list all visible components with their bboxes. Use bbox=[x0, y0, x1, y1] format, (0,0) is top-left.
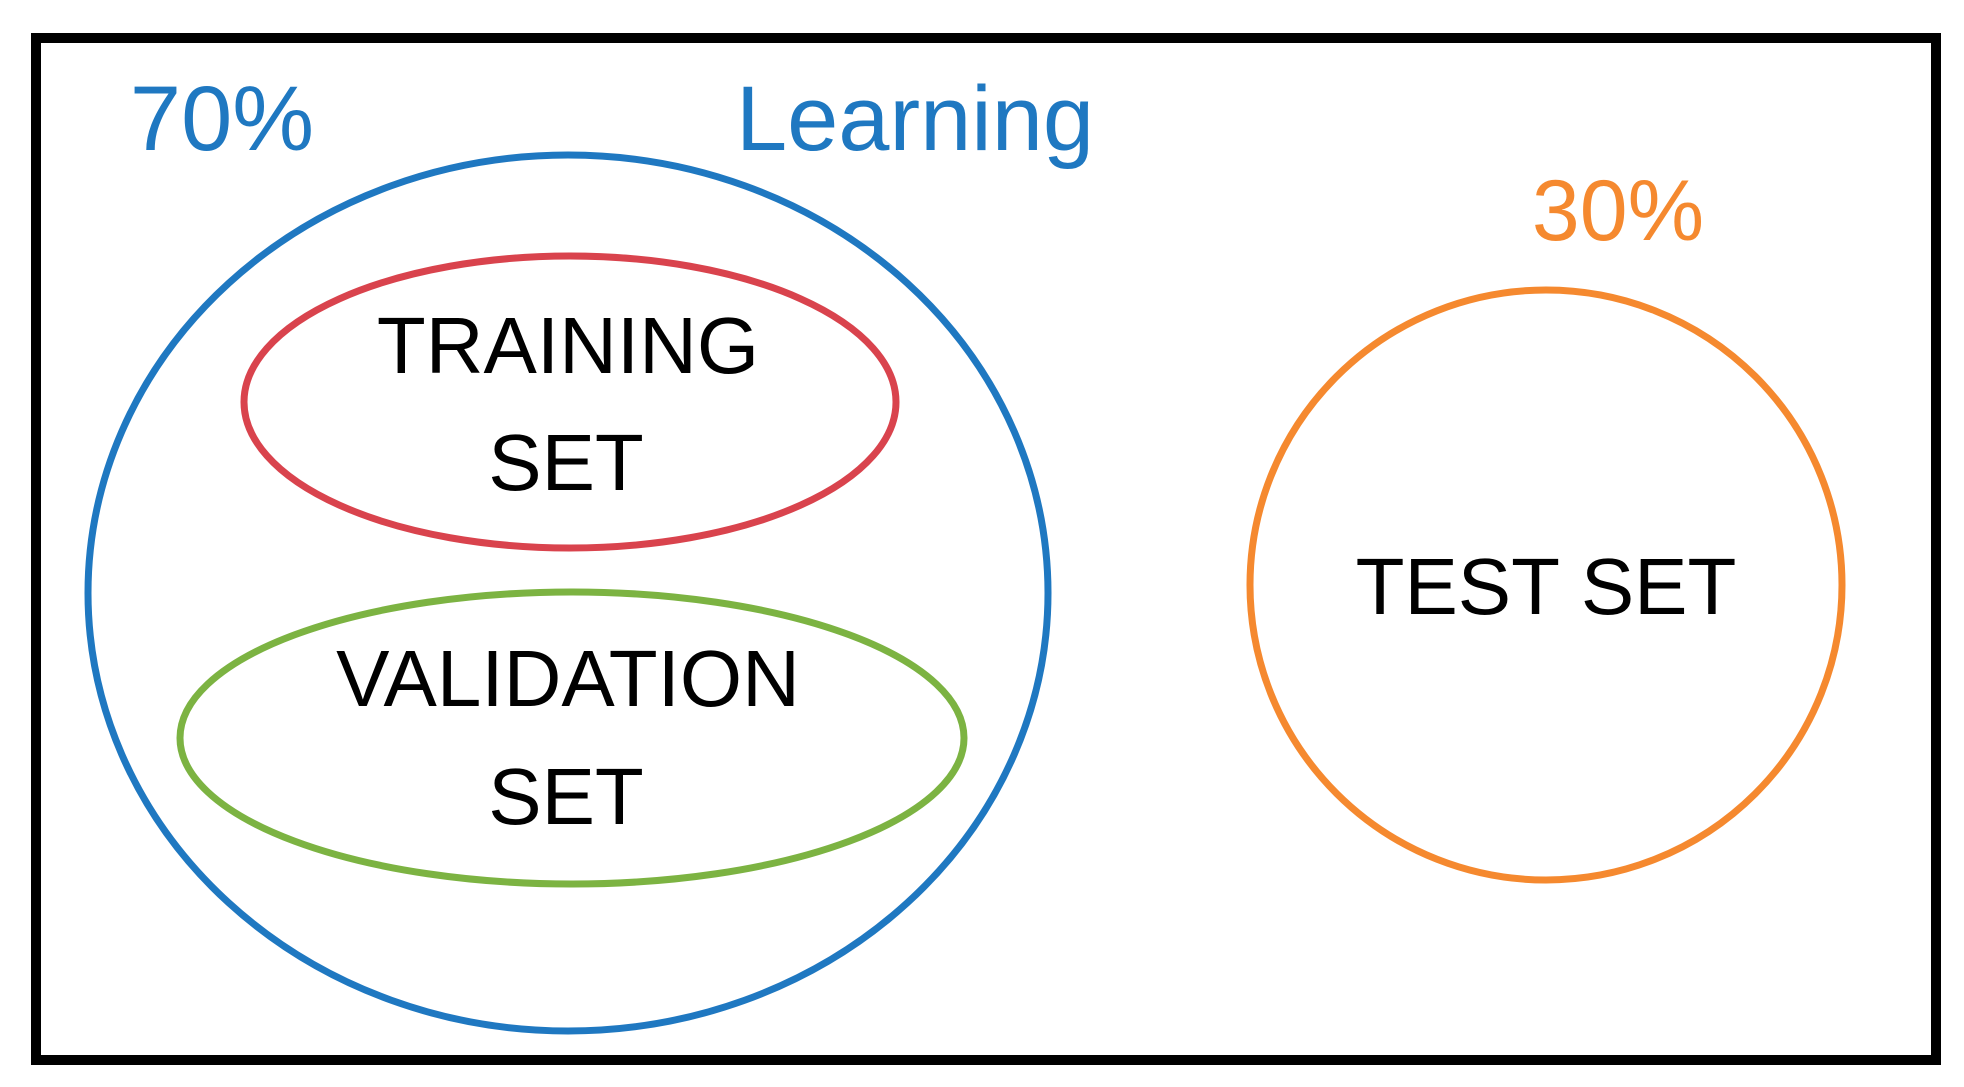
test-percent: 30% bbox=[1532, 163, 1704, 259]
learning-title: Learning bbox=[736, 68, 1094, 170]
learning-circle bbox=[84, 151, 1052, 1035]
validation-set-label-line1: VALIDATION bbox=[336, 634, 800, 723]
training-set-ellipse bbox=[240, 252, 900, 552]
training-set-label-line1: TRAINING bbox=[377, 301, 759, 390]
test-set-label: TEST SET bbox=[1356, 542, 1737, 631]
test-set-circle bbox=[1246, 286, 1846, 884]
training-set-label-line2: SET bbox=[488, 418, 644, 507]
outer-frame bbox=[31, 33, 1941, 1065]
validation-set-ellipse bbox=[176, 588, 968, 888]
validation-set-label-line2: SET bbox=[488, 752, 644, 841]
learning-percent: 70% bbox=[130, 68, 314, 170]
